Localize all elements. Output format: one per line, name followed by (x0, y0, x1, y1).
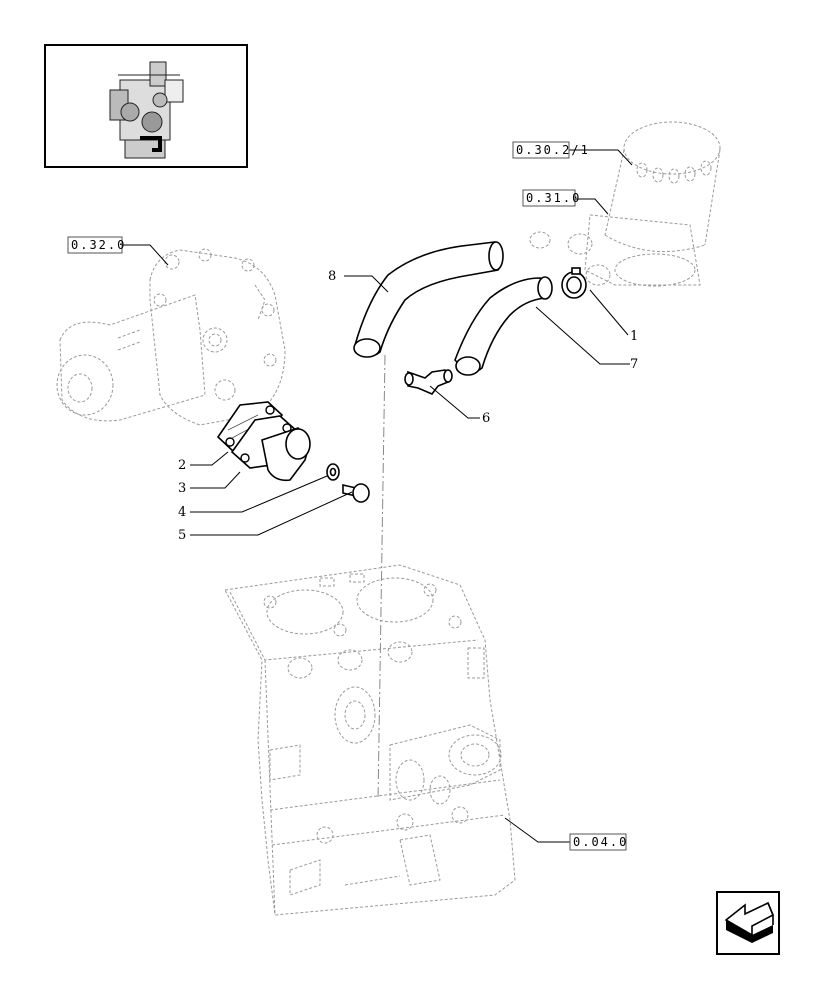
water-outlet-part-3[interactable] (230, 415, 311, 482)
callout-1: 1 (630, 329, 638, 344)
hose-clamp-part-1[interactable] (561, 267, 587, 299)
svg-text:0.30.2/1: 0.30.2/1 (516, 143, 590, 157)
elbow-fitting-part-6[interactable] (404, 369, 453, 395)
bolt-part-5[interactable] (342, 483, 370, 503)
oil-filter-ghost (529, 121, 721, 287)
callout-7: 7 (630, 357, 638, 372)
svg-text:0.32.0: 0.32.0 (71, 238, 126, 252)
callout-2: 2 (178, 458, 186, 473)
callout-5: 5 (178, 528, 186, 543)
hose-part-7[interactable] (454, 276, 553, 376)
callout-8: 8 (328, 269, 336, 284)
callout-4: 4 (178, 505, 186, 520)
svg-text:0.31.0: 0.31.0 (526, 191, 581, 205)
callout-3: 3 (178, 481, 186, 496)
leader-lines (122, 149, 633, 843)
ref-link-0-30-2-1[interactable]: 0.30.2/1 (512, 141, 590, 159)
hose-part-8[interactable] (353, 241, 504, 358)
engine-block-ghost (224, 564, 516, 916)
engine-thumbnail[interactable] (44, 44, 248, 168)
water-pump-ghost (56, 248, 286, 426)
washer-part-4[interactable] (326, 463, 340, 481)
ref-link-0-04-0[interactable]: 0.04.0 (569, 833, 628, 851)
callout-6: 6 (482, 411, 490, 426)
ref-link-0-31-0[interactable]: 0.31.0 (522, 189, 581, 207)
engine-thumbnail-icon (109, 61, 184, 159)
svg-text:0.04.0: 0.04.0 (573, 835, 628, 849)
next-page-arrow-icon (724, 901, 775, 943)
ref-link-0-32-0[interactable]: 0.32.0 (67, 236, 126, 254)
center-line (377, 354, 386, 801)
next-page-button[interactable] (716, 891, 780, 955)
